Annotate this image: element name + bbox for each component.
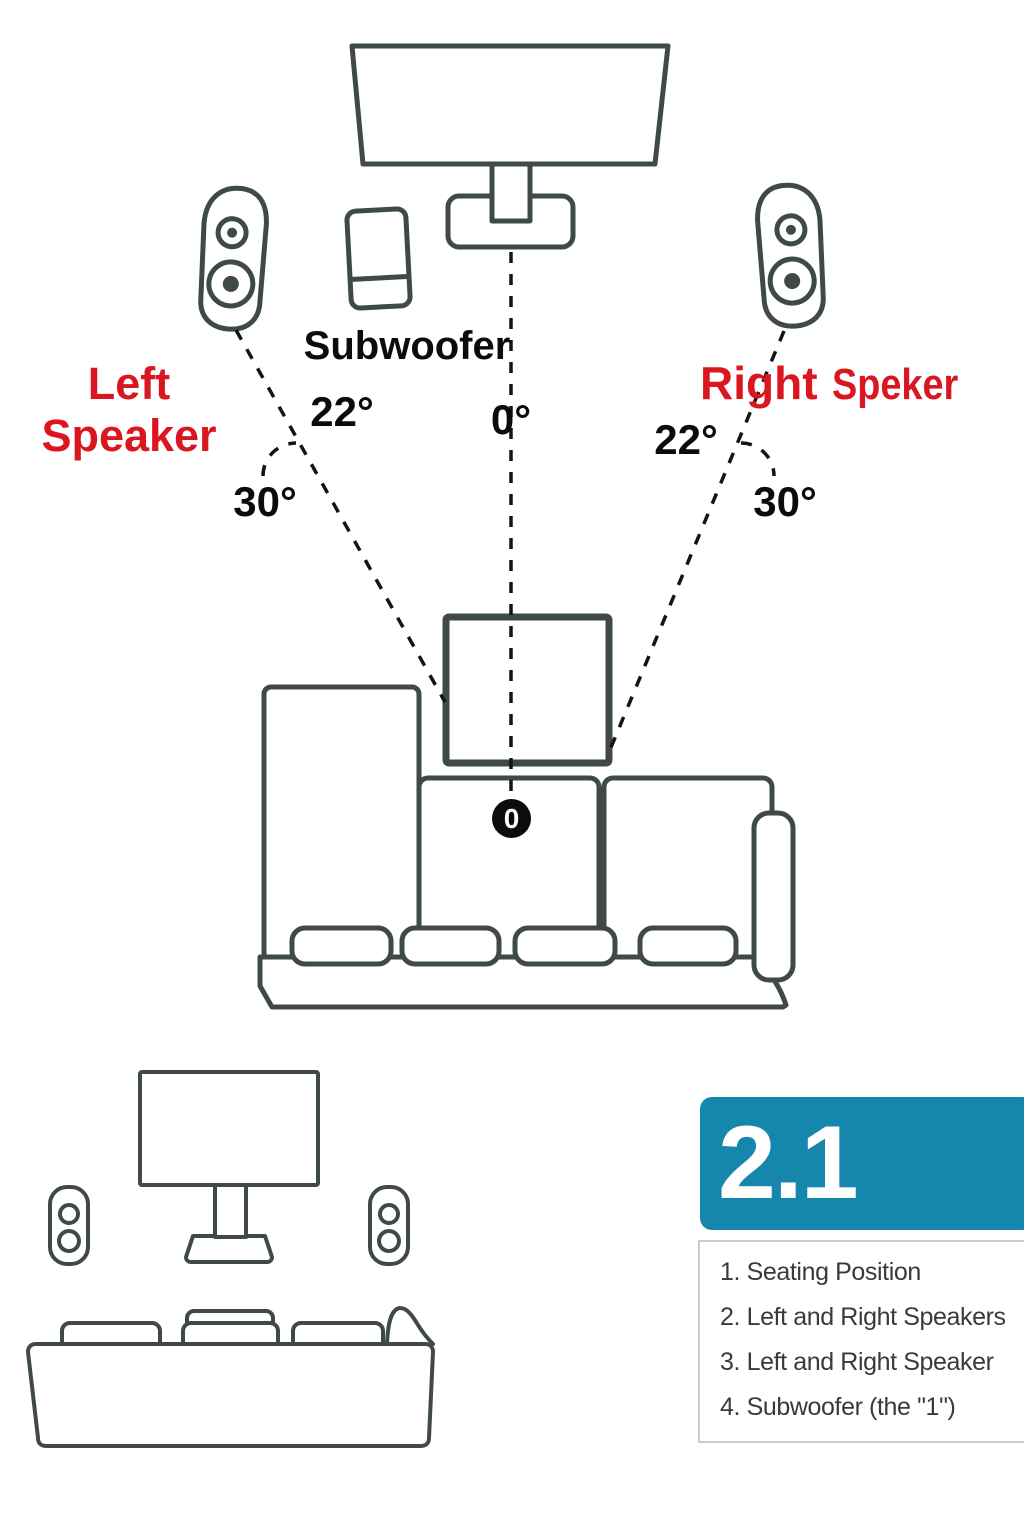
- speaker-front-left: [48, 1185, 90, 1266]
- subwoofer-label: Subwoofer: [303, 324, 511, 368]
- left-speaker-label-line2: Speaker: [41, 410, 217, 461]
- right-speaker-label-word2: Speker: [831, 360, 958, 409]
- legend-item: 3. Left and Right Speaker: [720, 1348, 994, 1376]
- speaker-front-right: [368, 1185, 410, 1266]
- tv-stand-neck: [489, 161, 533, 224]
- sofa-cushion: [399, 925, 502, 967]
- seating-square: [442, 613, 613, 767]
- sofa-left-section: [261, 684, 422, 963]
- sofa-front-body: [26, 1342, 435, 1448]
- system-type-badge: 2.1: [700, 1097, 1024, 1230]
- angle-label-left-30: 30°: [233, 478, 297, 525]
- angle-arc-left: [261, 441, 297, 477]
- right-speaker-label-word1: Right: [700, 357, 818, 409]
- dashed-line-right: [605, 330, 786, 758]
- legend-item: 4. Subwoofer (the "1"): [720, 1393, 956, 1421]
- seat-position-badge: 0: [492, 799, 531, 838]
- tv-top-view: [349, 43, 671, 167]
- sofa-armrest: [751, 810, 796, 983]
- angle-label-right-22: 22°: [654, 416, 718, 463]
- sofa-front-armrest: [385, 1306, 435, 1346]
- right-speaker-label: Right Speker: [700, 356, 978, 410]
- sofa-cushion: [512, 925, 618, 967]
- tv-front-neck: [213, 1183, 248, 1239]
- angle-label-left-22: 22°: [310, 388, 374, 435]
- angle-arc-right: [740, 441, 776, 477]
- angle-label-center-0: 0°: [490, 396, 532, 443]
- legend-list: 1. Seating Position 2. Left and Right Sp…: [700, 1242, 1024, 1430]
- sofa-cushion: [289, 925, 394, 967]
- left-speaker-shape: [198, 185, 269, 332]
- right-speaker-shape: [755, 182, 826, 329]
- left-speaker-label: Left Speaker: [18, 358, 240, 462]
- angle-label-right-30: 30°: [753, 478, 817, 525]
- tv-front-view: [138, 1070, 320, 1187]
- left-speaker-label-line1: Left: [87, 358, 171, 409]
- subwoofer-shape: [344, 206, 413, 311]
- sofa-cushion: [637, 925, 739, 967]
- legend-panel: 1. Seating Position 2. Left and Right Sp…: [698, 1240, 1024, 1443]
- tv-front-base: [184, 1234, 274, 1264]
- dashed-line-left: [234, 329, 447, 703]
- system-type-number: 2.1: [718, 1105, 859, 1221]
- sofa-front-view: [26, 1306, 435, 1448]
- legend-item: 2. Left and Right Speakers: [720, 1303, 1006, 1331]
- legend-item: 1. Seating Position: [720, 1258, 921, 1286]
